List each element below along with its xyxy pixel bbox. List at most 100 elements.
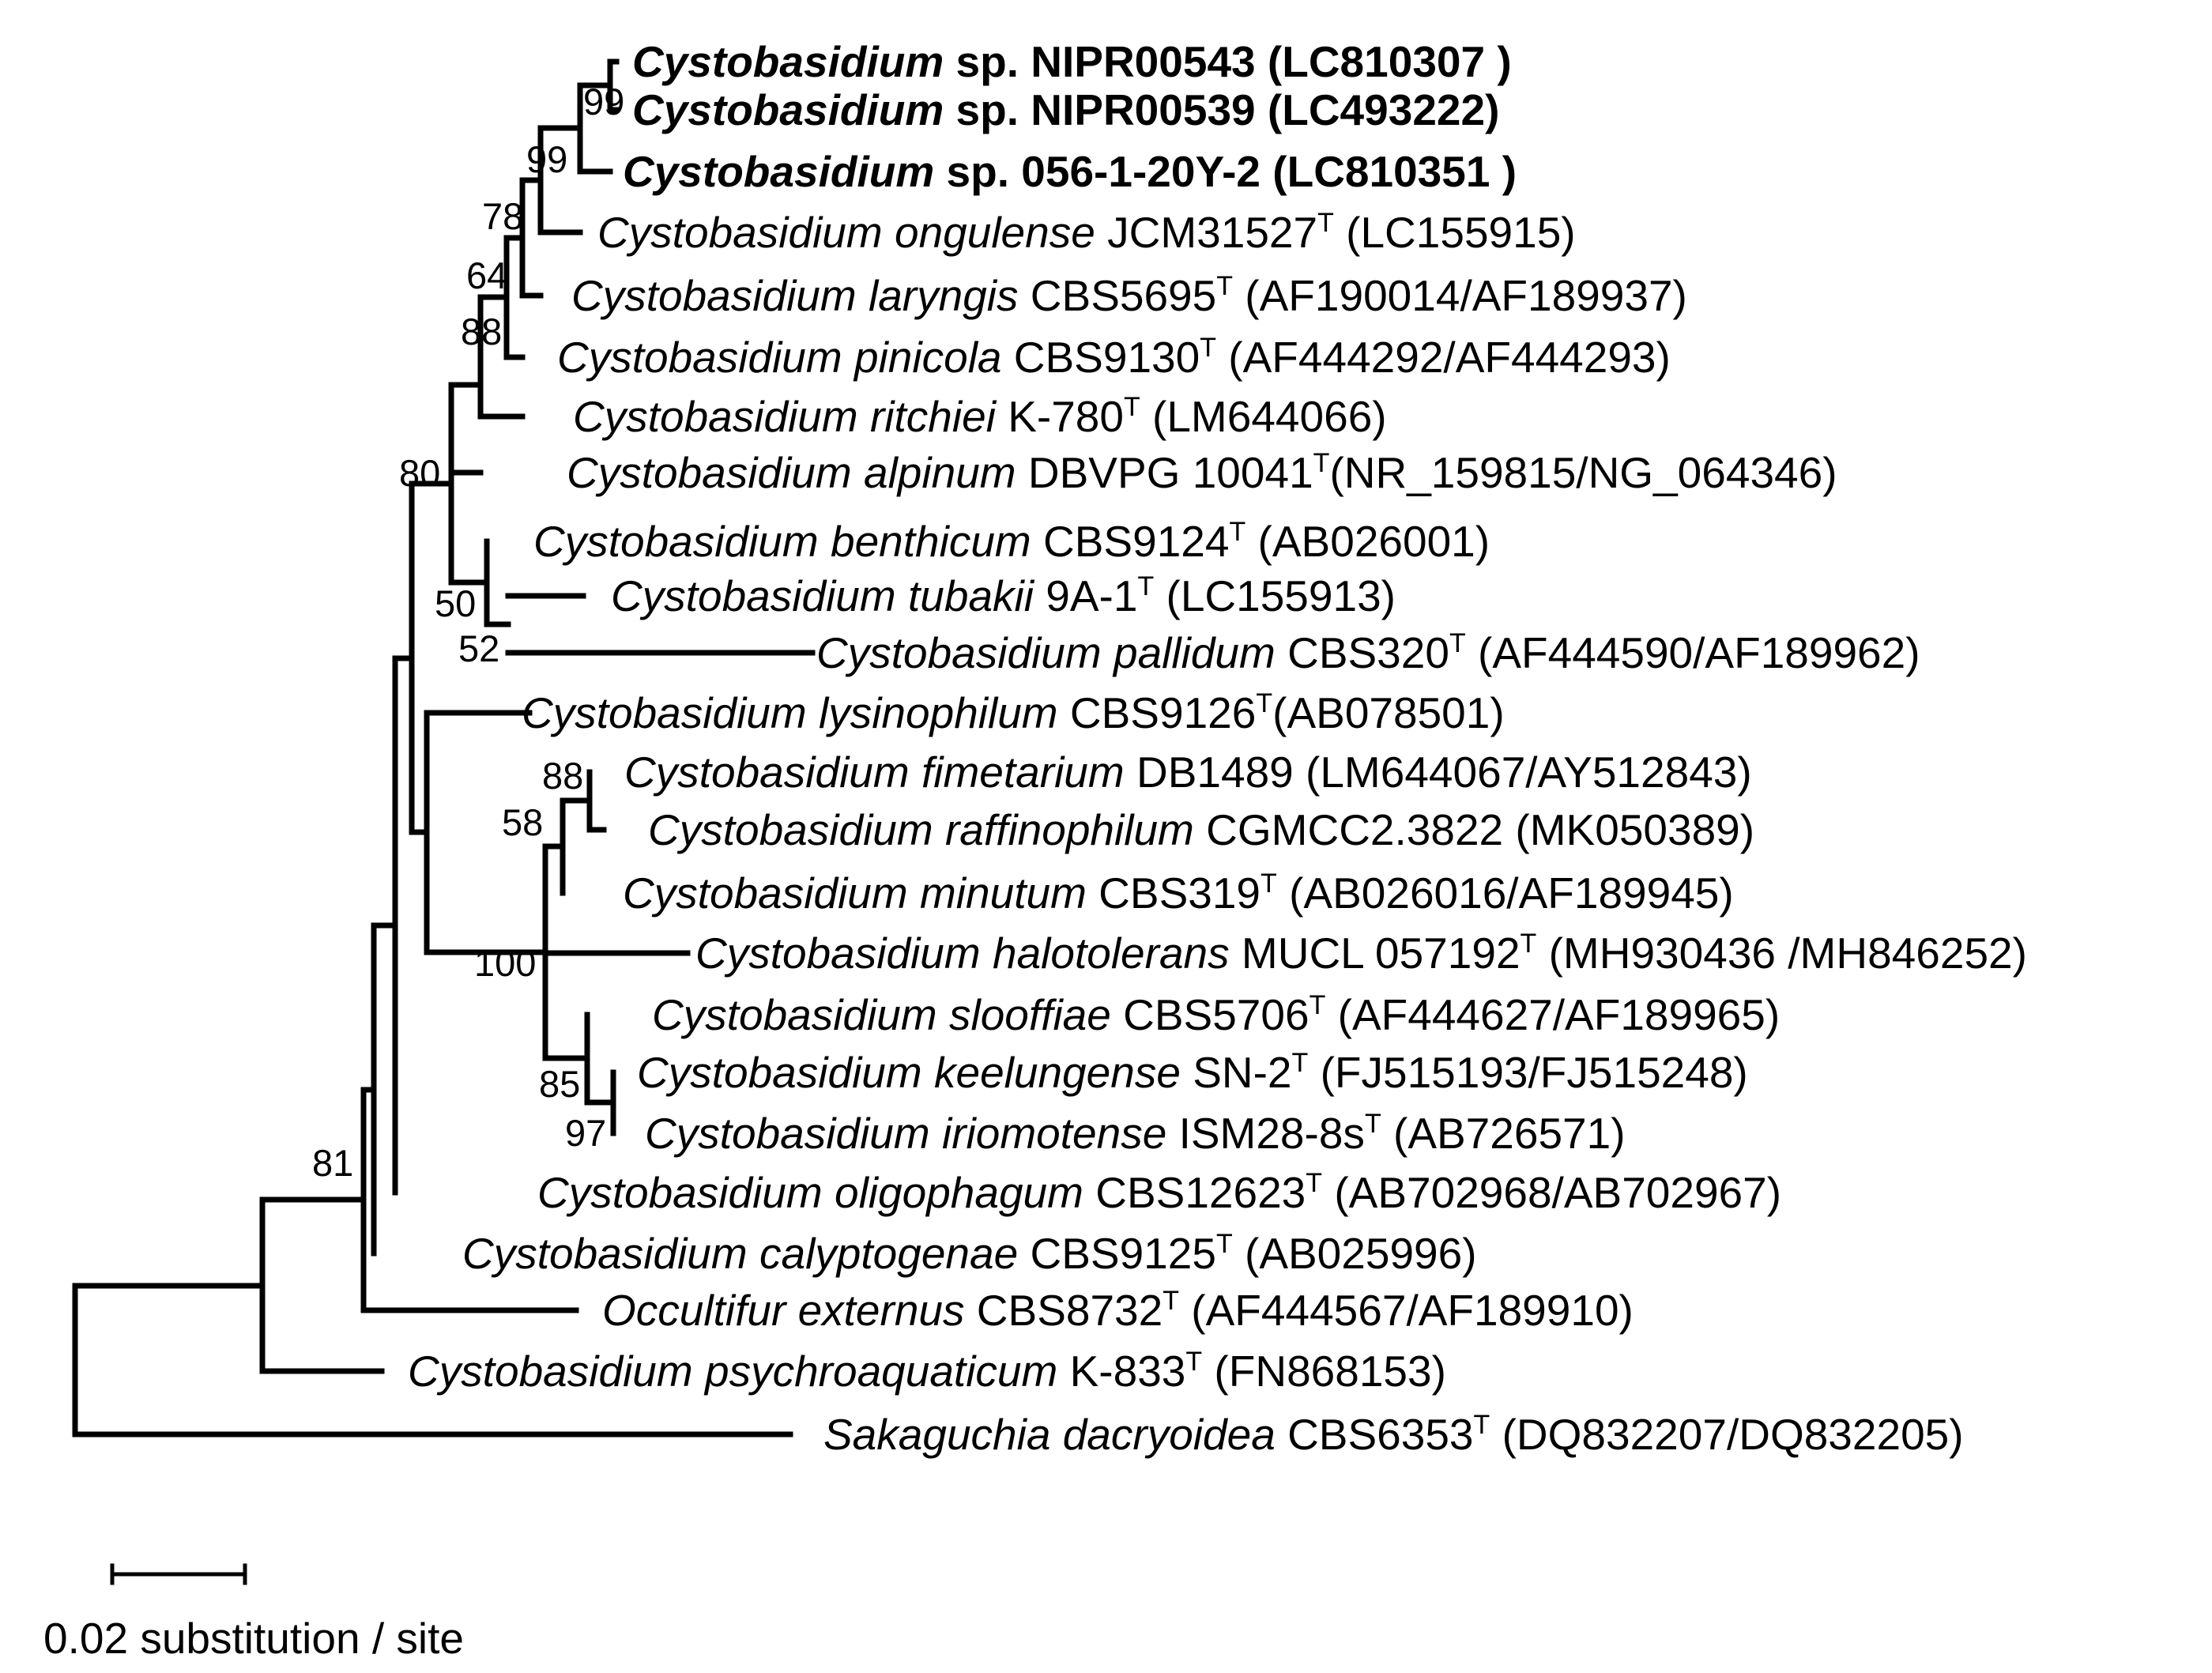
taxon-label-t4: Cystobasidium ongulense JCM31527T (LC155… — [597, 208, 1576, 257]
type-strain-marker: T — [1200, 333, 1216, 363]
type-strain-marker: T — [1216, 271, 1233, 301]
taxon-genus: Cystobasidium — [623, 869, 920, 918]
taxon-label-t6: Cystobasidium pinicola CBS9130T (AF44429… — [557, 333, 1671, 382]
taxon-genus: Cystobasidium — [645, 1109, 942, 1158]
taxon-epithet: minutum — [920, 869, 1098, 918]
taxon-genus: Cystobasidium — [632, 37, 956, 86]
taxon-genus: Cystobasidium — [611, 571, 908, 620]
taxon-genus: Cystobasidium — [597, 208, 895, 257]
taxon-accession: (MK050389) — [1503, 805, 1754, 854]
type-strain-marker: T — [1313, 448, 1330, 478]
taxon-accession: (LC155913) — [1154, 571, 1396, 620]
taxon-accession: (DQ832207/DQ832205) — [1490, 1410, 1963, 1459]
taxon-labels: Cystobasidium sp. NIPR00543 (LC810307 )C… — [408, 37, 2027, 1459]
taxon-strain: CBS9125 — [1030, 1229, 1215, 1278]
support-value-n20: 81 — [312, 1142, 353, 1184]
taxon-genus: Cystobasidium — [637, 1048, 934, 1097]
taxon-epithet: fimetarium — [921, 748, 1136, 797]
taxon-accession: (LC493222) — [1256, 85, 1500, 134]
support-value-n13: 85 — [539, 1063, 580, 1105]
type-strain-marker: T — [1365, 1109, 1381, 1139]
taxon-label-t8: Cystobasidium alpinum DBVPG 10041T(NR_15… — [567, 448, 1837, 497]
type-strain-marker: T — [1317, 208, 1334, 238]
taxon-accession: (LM644066) — [1140, 392, 1387, 441]
taxon-genus: Cystobasidium — [648, 805, 945, 854]
taxon-epithet: externus — [798, 1286, 977, 1335]
taxon-epithet: laryngis — [869, 271, 1031, 320]
support-value-n6: 80 — [399, 452, 440, 494]
taxon-accession: (AF444627/AF189965) — [1325, 990, 1780, 1039]
support-value-n1: 99 — [583, 81, 624, 122]
taxon-strain: CBS9124 — [1043, 517, 1229, 566]
type-strain-marker: T — [1124, 392, 1140, 422]
taxon-strain: CBS9126 — [1070, 688, 1256, 737]
support-value-n2: 99 — [526, 138, 567, 180]
taxon-label-t21: Cystobasidium calyptogenae CBS9125T (AB0… — [462, 1229, 1477, 1278]
taxon-strain: CBS12623 — [1095, 1168, 1306, 1217]
type-strain-marker: T — [1261, 869, 1277, 899]
taxon-genus: Sakaguchia — [823, 1410, 1063, 1459]
taxon-epithet: raffinophilum — [945, 805, 1206, 854]
type-strain-marker: T — [1521, 929, 1537, 959]
taxon-accession: (LC810351 ) — [1261, 147, 1517, 196]
type-strain-marker: T — [1163, 1286, 1179, 1316]
taxon-label-t9: Cystobasidium benthicum CBS9124T (AB0260… — [533, 517, 1490, 566]
type-strain-marker: T — [1229, 517, 1245, 547]
taxon-strain: ISM28-8s — [1179, 1109, 1365, 1158]
taxon-strain: NIPR00539 — [1031, 85, 1255, 134]
taxon-label-t11: Cystobasidium pallidum CBS320T (AF444590… — [816, 628, 1920, 677]
taxon-genus: Cystobasidium — [632, 85, 956, 134]
taxon-genus: Cystobasidium — [537, 1168, 835, 1217]
taxon-strain: CBS9130 — [1014, 333, 1200, 382]
type-strain-marker: T — [1256, 688, 1272, 718]
taxon-epithet: iriomotense — [942, 1109, 1179, 1158]
taxon-accession: (AB078501) — [1272, 688, 1505, 737]
taxon-epithet: slooffiae — [949, 990, 1123, 1039]
taxon-accession: (AF444567/AF189910) — [1179, 1286, 1634, 1335]
taxon-accession: (LC810307 ) — [1256, 37, 1512, 86]
taxon-label-t10: Cystobasidium tubakii 9A-1T (LC155913) — [611, 571, 1396, 620]
type-strain-marker: T — [1137, 571, 1154, 601]
support-value-n4: 64 — [466, 254, 507, 296]
support-value-n10: 88 — [542, 755, 583, 797]
taxon-epithet: sp. — [956, 37, 1031, 86]
taxon-epithet: halotolerans — [993, 929, 1242, 978]
taxon-genus: Cystobasidium — [533, 517, 831, 566]
taxon-strain: CBS6353 — [1287, 1410, 1473, 1459]
taxon-epithet: pinicola — [853, 333, 1014, 382]
taxon-strain: CBS8732 — [977, 1286, 1163, 1335]
taxon-genus: Cystobasidium — [462, 1229, 759, 1278]
taxon-epithet: tubakii — [908, 571, 1046, 620]
taxon-genus: Cystobasidium — [573, 392, 870, 441]
taxon-strain: CGMCC2.3822 — [1206, 805, 1503, 854]
support-value-n3: 78 — [482, 195, 523, 237]
taxon-label-t14: Cystobasidium raffinophilum CGMCC2.3822 … — [648, 805, 1754, 854]
taxon-strain: CBS5695 — [1031, 271, 1216, 320]
taxon-label-t16: Cystobasidium halotolerans MUCL 057192T … — [695, 929, 2027, 978]
taxon-strain: SN-2 — [1193, 1048, 1291, 1097]
support-value-n11: 58 — [502, 801, 543, 843]
scale-bar-label: 0.02 substitution / site — [43, 1614, 464, 1663]
taxon-genus: Cystobasidium — [816, 628, 1114, 677]
taxon-epithet: calyptogenae — [759, 1229, 1031, 1278]
taxon-epithet: oligophagum — [835, 1168, 1095, 1217]
taxon-label-t24: Sakaguchia dacryoidea CBS6353T (DQ832207… — [823, 1410, 1964, 1459]
tree-branches — [72, 58, 816, 1437]
taxon-strain: CBS5706 — [1123, 990, 1309, 1039]
taxon-strain: K-833 — [1070, 1347, 1186, 1396]
type-strain-marker: T — [1309, 990, 1326, 1020]
taxon-epithet: ongulense — [895, 208, 1107, 257]
taxon-label-t17: Cystobasidium slooffiae CBS5706T (AF4446… — [652, 990, 1780, 1039]
type-strain-marker: T — [1474, 1410, 1490, 1440]
taxon-label-t20: Cystobasidium oligophagum CBS12623T (AB7… — [537, 1168, 1781, 1217]
taxon-genus: Occultifur — [602, 1286, 798, 1335]
taxon-epithet: sp. — [947, 147, 1022, 196]
taxon-epithet: pallidum — [1112, 628, 1287, 677]
type-strain-marker: T — [1216, 1229, 1233, 1259]
taxon-strain: JCM31527 — [1107, 208, 1317, 257]
taxon-genus: Cystobasidium — [557, 333, 854, 382]
taxon-epithet: lysinophilum — [819, 688, 1070, 737]
taxon-accession: (AB726571) — [1381, 1109, 1626, 1158]
taxon-accession: (FJ515193/FJ515248) — [1308, 1048, 1747, 1097]
